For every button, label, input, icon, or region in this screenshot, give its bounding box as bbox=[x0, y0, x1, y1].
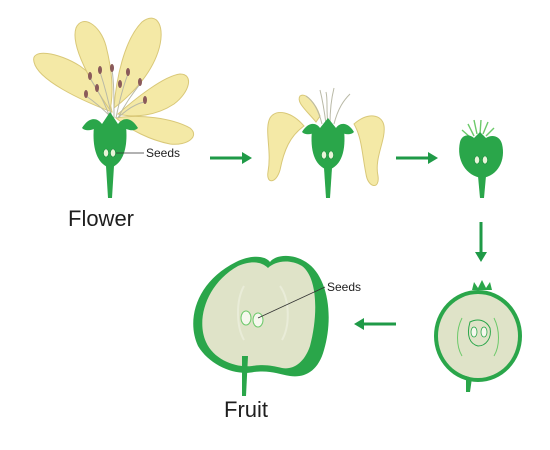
wilted-petal bbox=[353, 115, 385, 186]
anther bbox=[98, 66, 102, 74]
stem bbox=[478, 176, 486, 198]
anther bbox=[126, 68, 130, 76]
anther bbox=[143, 96, 147, 104]
ovule bbox=[482, 155, 488, 165]
stage-young-fruit bbox=[459, 119, 504, 198]
developing-fruit-flesh bbox=[438, 294, 518, 378]
arrow-left bbox=[354, 318, 396, 330]
seed bbox=[252, 312, 264, 328]
anther bbox=[84, 90, 88, 98]
stem bbox=[466, 376, 472, 392]
seed bbox=[480, 326, 488, 338]
arrow-right-1 bbox=[210, 152, 252, 164]
flower-petals bbox=[33, 17, 195, 145]
ovule bbox=[110, 148, 116, 158]
stem bbox=[242, 356, 248, 396]
petal bbox=[74, 21, 113, 112]
stage-wilting-flower bbox=[267, 87, 385, 198]
wilted-petal bbox=[267, 111, 305, 182]
ovule bbox=[328, 150, 334, 160]
stem bbox=[324, 168, 332, 198]
core-line bbox=[237, 285, 289, 341]
stage-developing-fruit bbox=[434, 280, 522, 392]
arrow-down bbox=[475, 222, 487, 262]
ovule bbox=[103, 148, 109, 158]
calyx-tip bbox=[472, 280, 492, 290]
seed bbox=[470, 326, 478, 338]
seeds-label-flower: Seeds bbox=[146, 146, 180, 160]
seeds-label-fruit: Seeds bbox=[327, 280, 361, 294]
seeds-pointer-fruit bbox=[257, 286, 326, 319]
seed bbox=[240, 310, 252, 326]
stem bbox=[106, 166, 114, 198]
anther bbox=[110, 64, 114, 72]
young-fruit-body bbox=[459, 132, 504, 178]
stage-flower: Seeds Flower bbox=[33, 17, 195, 231]
dried-stigma bbox=[461, 119, 495, 139]
ovary bbox=[311, 130, 345, 170]
ovule bbox=[321, 150, 327, 160]
anther bbox=[88, 72, 92, 80]
anther bbox=[138, 78, 142, 86]
petal bbox=[114, 115, 195, 145]
sepals bbox=[82, 112, 138, 131]
stamens bbox=[84, 64, 147, 119]
anther bbox=[118, 80, 122, 88]
ovule bbox=[474, 155, 480, 165]
arrow-right-2 bbox=[396, 152, 438, 164]
flower-label: Flower bbox=[68, 206, 134, 231]
fruit-label: Fruit bbox=[224, 397, 268, 422]
stage-mature-fruit: Seeds Fruit bbox=[193, 255, 361, 422]
ovary bbox=[93, 126, 127, 168]
anther bbox=[95, 84, 99, 92]
